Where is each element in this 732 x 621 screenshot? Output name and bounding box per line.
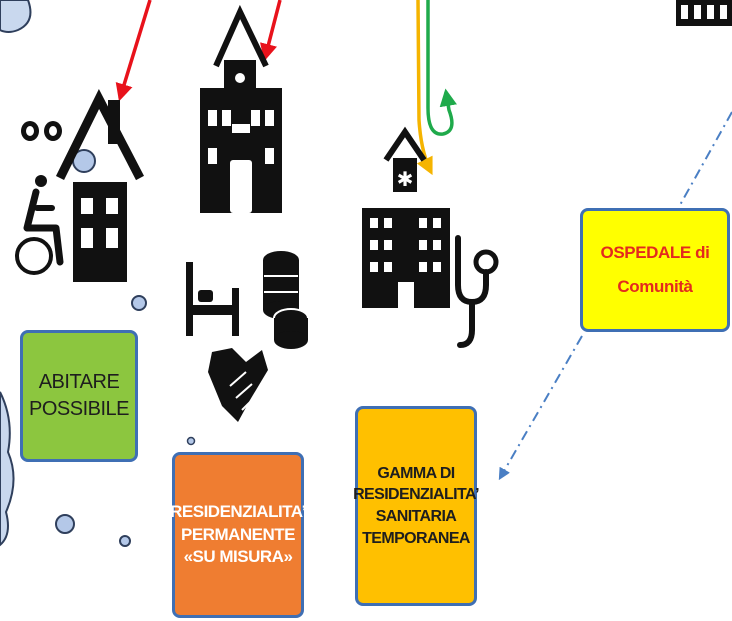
yellow-arrow bbox=[416, 0, 433, 176]
hospital-icon: ✱ bbox=[362, 126, 450, 308]
box-label-line: SANITARIA bbox=[375, 508, 457, 525]
box-label-line: Comunità bbox=[617, 277, 693, 296]
dashdot-line-top bbox=[679, 111, 732, 206]
red-arrow-left bbox=[115, 0, 152, 102]
gamma-residenzialita-box: GAMMA DI RESIDENZIALITA’ SANITARIA TEMPO… bbox=[353, 406, 480, 606]
bubble bbox=[186, 436, 196, 446]
bubble bbox=[55, 514, 75, 534]
bubble bbox=[131, 295, 147, 311]
residenzialita-permanente-box: RESIDENZIALITA’ PERMANENTE «SU MISURA» bbox=[170, 452, 306, 618]
ospedale-comunita-box: OSPEDALE di Comunità bbox=[580, 208, 730, 332]
cloud-fragment-left bbox=[0, 391, 15, 547]
box-label-line: PERMANENTE bbox=[180, 524, 296, 544]
box-label-line: OSPEDALE di bbox=[600, 243, 710, 262]
building-fragment-icon bbox=[676, 0, 732, 26]
box-label-line: POSSIBILE bbox=[29, 398, 130, 420]
bed-icon bbox=[186, 262, 239, 336]
box-label-line: TEMPORANEA bbox=[362, 529, 470, 547]
town-hall-icon bbox=[200, 4, 282, 213]
stethoscope-icon bbox=[455, 235, 499, 348]
box-label-line: RESIDENZIALITA’ bbox=[353, 486, 479, 504]
house-icon bbox=[55, 89, 144, 282]
box-label-line: RESIDENZIALITA’ bbox=[170, 501, 306, 521]
box-label-line: «SU MISURA» bbox=[183, 547, 293, 567]
wheelchair-icon bbox=[15, 175, 64, 275]
box-label-line: ABITARE bbox=[38, 371, 120, 393]
abitare-possibile-box: ABITARE POSSIBILE bbox=[20, 330, 138, 462]
svg-text:✱: ✱ bbox=[397, 167, 414, 191]
red-arrow-right bbox=[260, 0, 282, 62]
handshake-icon bbox=[208, 348, 268, 422]
box-label-line: GAMMA DI bbox=[377, 464, 455, 482]
dashdot-arrow bbox=[498, 335, 583, 481]
cloud-fragment-top bbox=[0, 0, 32, 33]
green-u-arrow bbox=[426, 0, 457, 136]
coin-stack-icon bbox=[263, 251, 309, 349]
eyes-icon bbox=[21, 121, 62, 141]
bubble bbox=[119, 535, 131, 547]
